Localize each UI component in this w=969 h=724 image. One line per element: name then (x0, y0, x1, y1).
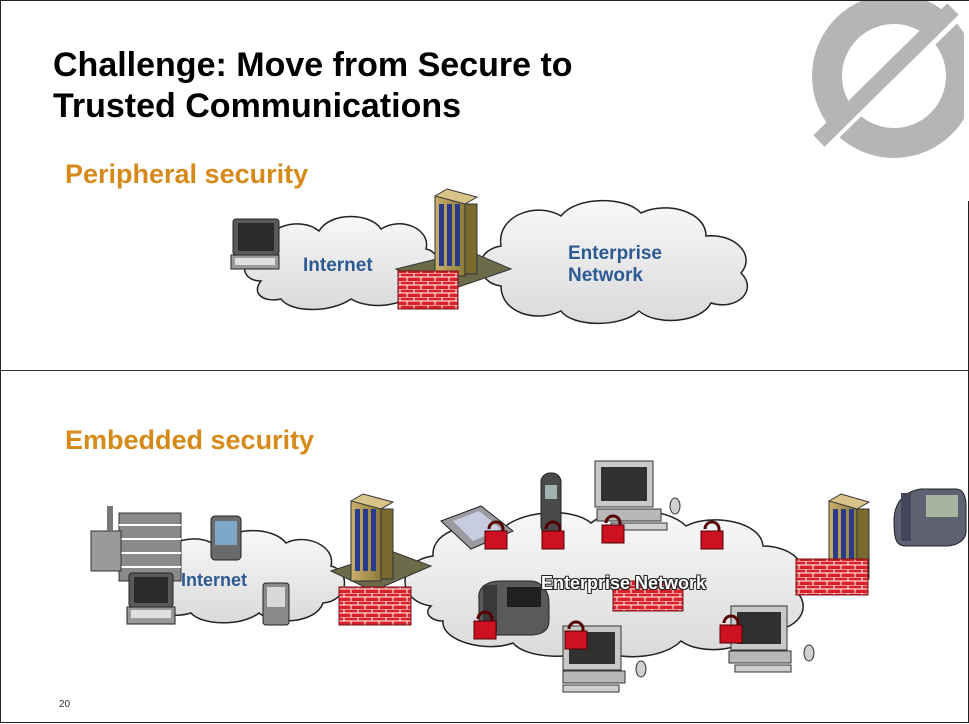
internet-label-top: Internet (303, 255, 373, 276)
lock-icon (484, 520, 508, 550)
enterprise-network-cloud-top (479, 199, 748, 325)
ip-phone-icon (893, 488, 967, 547)
title-line-2: Trusted Communications (53, 87, 462, 125)
pda-icon (210, 515, 242, 561)
enterprise-network-label-bottom: Enterprise Network (541, 573, 707, 593)
lock-icon (473, 610, 497, 640)
laptop-icon (230, 218, 280, 270)
section-divider (1, 370, 968, 371)
lock-icons (473, 514, 743, 650)
office-building-icon-left (329, 493, 433, 592)
firewall-icon-right (795, 558, 869, 596)
desktop-computer-icon (594, 460, 681, 531)
lock-icon (601, 514, 625, 544)
slide-title: Challenge: Move from Secure to Trusted C… (53, 45, 753, 127)
factory-icon (90, 506, 182, 582)
handheld-device-icon (262, 582, 290, 626)
firewall-icon (397, 270, 459, 310)
firewall-icon-center (612, 580, 684, 612)
lock-icon (541, 520, 565, 550)
firewall-icon-left (338, 586, 412, 626)
laptop-icon-bottom (126, 572, 176, 625)
enterprise-label-line-1: Enterprise (568, 243, 662, 264)
internet-label-bottom: Internet (181, 570, 248, 590)
embedded-security-heading: Embedded security (65, 425, 315, 455)
logo-globe-icon (801, 1, 969, 201)
lock-icon (700, 520, 724, 550)
enterprise-network-label-top: Enterprise Network (568, 243, 662, 287)
lock-icon (564, 620, 588, 650)
peripheral-security-heading: Peripheral security (65, 159, 309, 189)
page-number: 20 (59, 699, 71, 710)
enterprise-label-line-2: Network (568, 265, 643, 286)
lock-icon (719, 614, 743, 644)
title-line-1: Challenge: Move from Secure to (53, 46, 573, 84)
